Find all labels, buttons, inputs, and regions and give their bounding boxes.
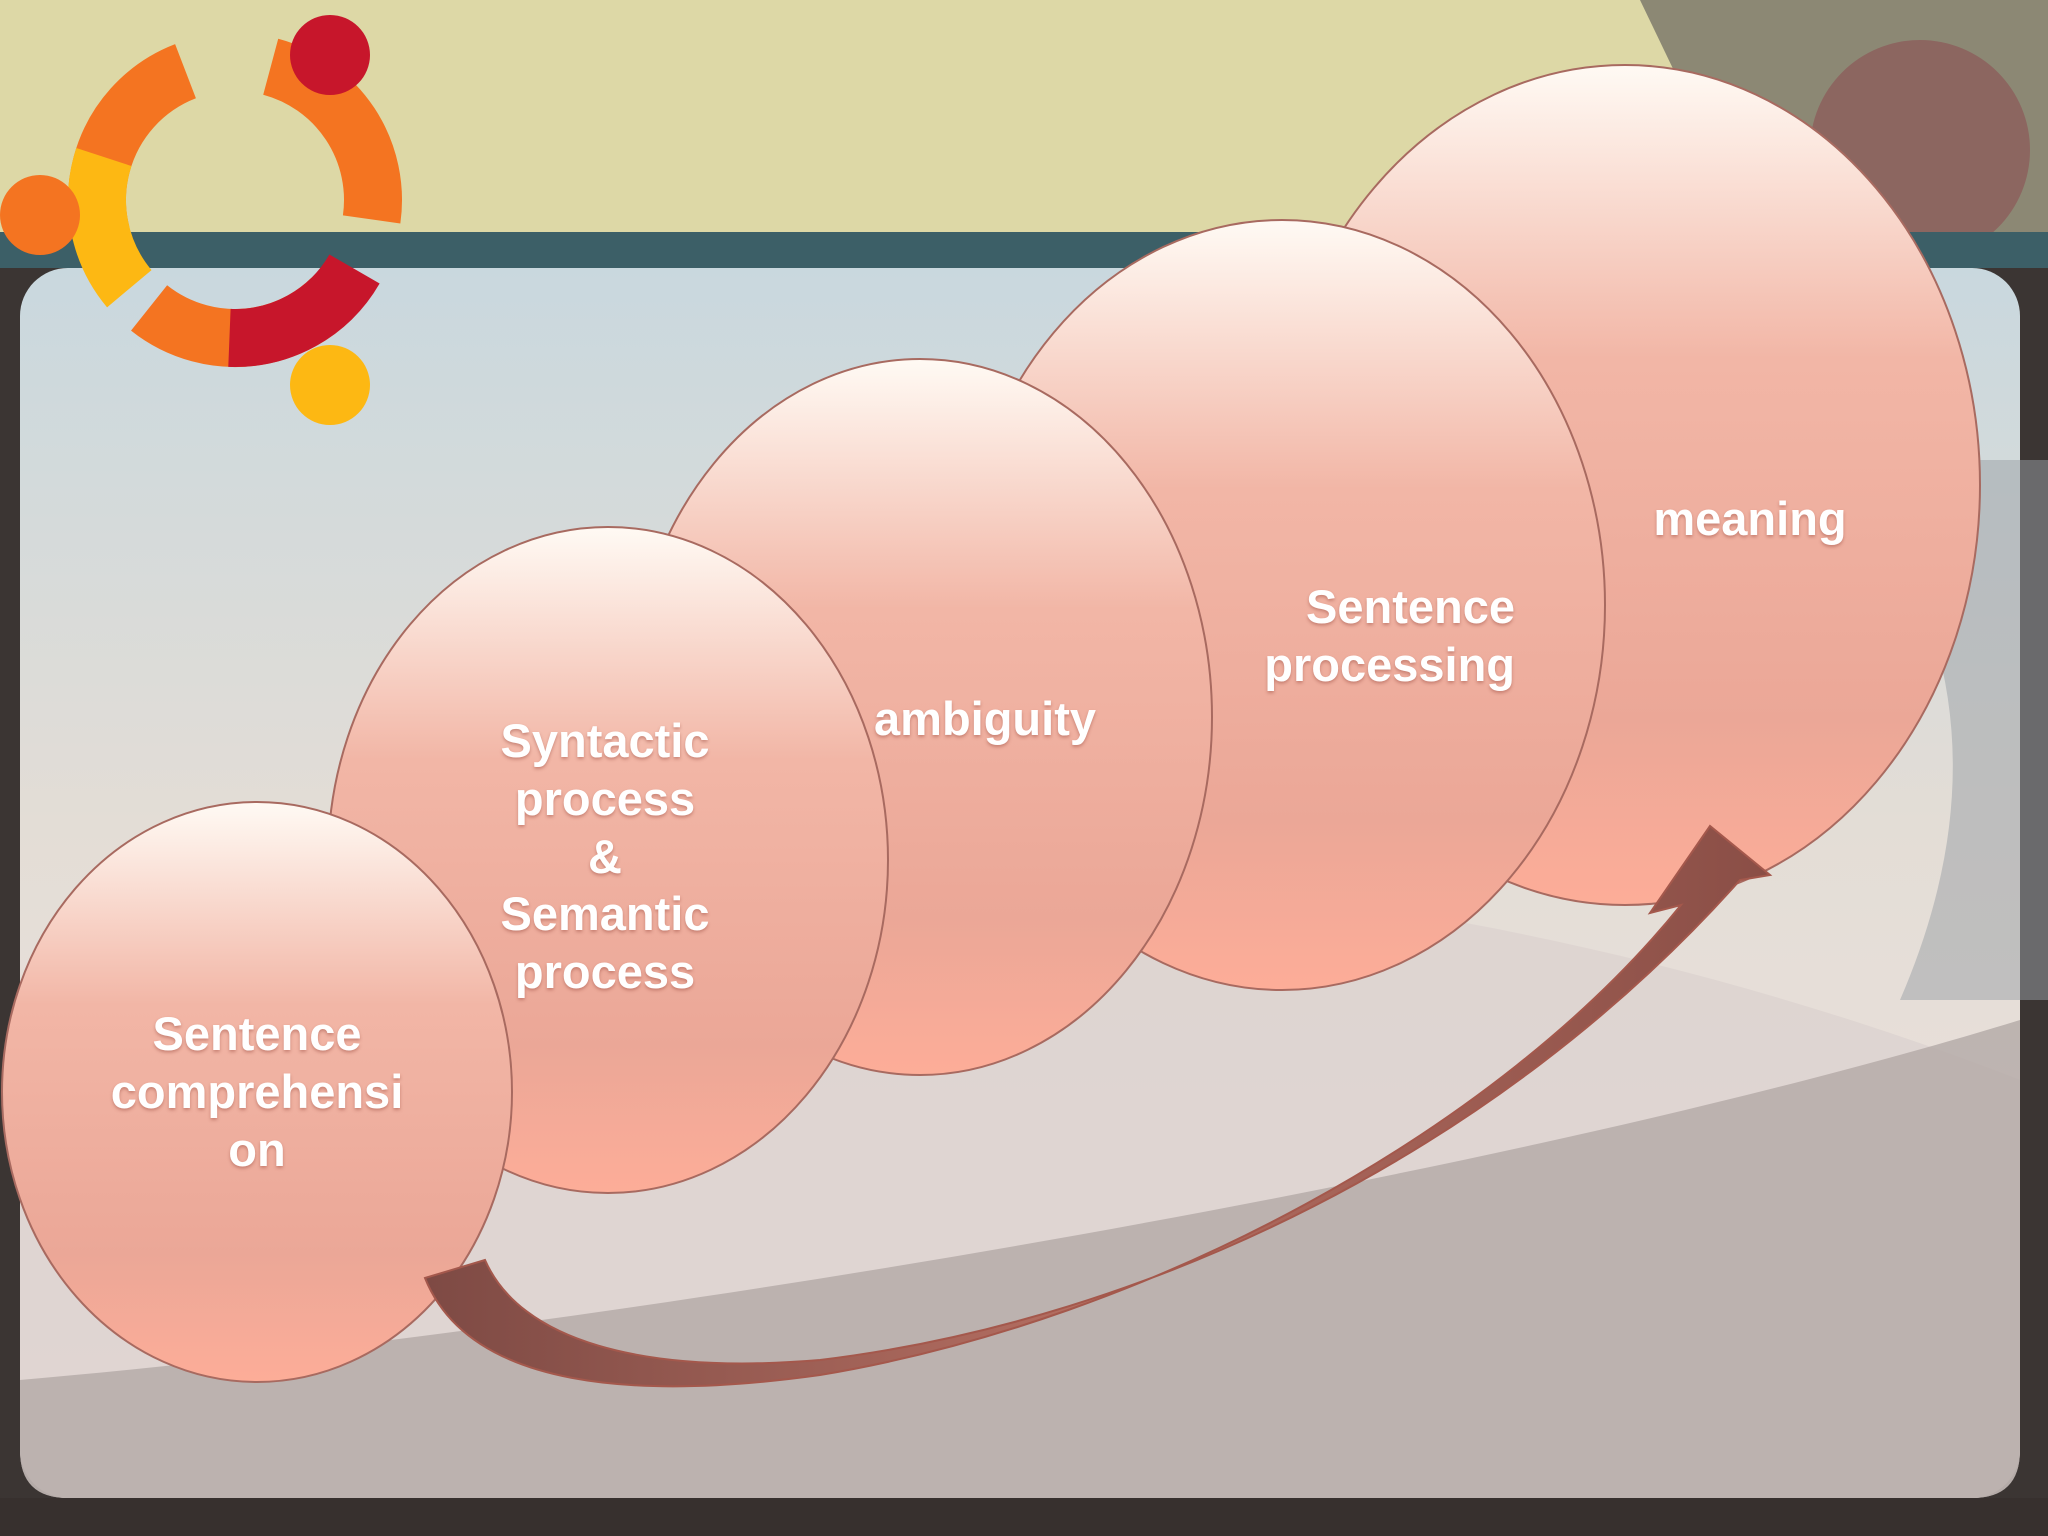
step-label-sentence-processing: Sentence processing: [1264, 580, 1515, 691]
curved-arrow-icon: [423, 824, 1773, 1388]
step-label-ambiguity: ambiguity: [874, 692, 1096, 745]
step-label-sentence-comprehension: Sentence comprehensi on: [110, 1007, 404, 1176]
ubuntu-logo-icon: [0, 15, 402, 425]
step-label-syntactic-semantic: Syntactic process & Semantic process: [500, 714, 710, 999]
step-label-meaning: meaning: [1653, 492, 1847, 545]
step-circle-1: [1, 801, 513, 1383]
